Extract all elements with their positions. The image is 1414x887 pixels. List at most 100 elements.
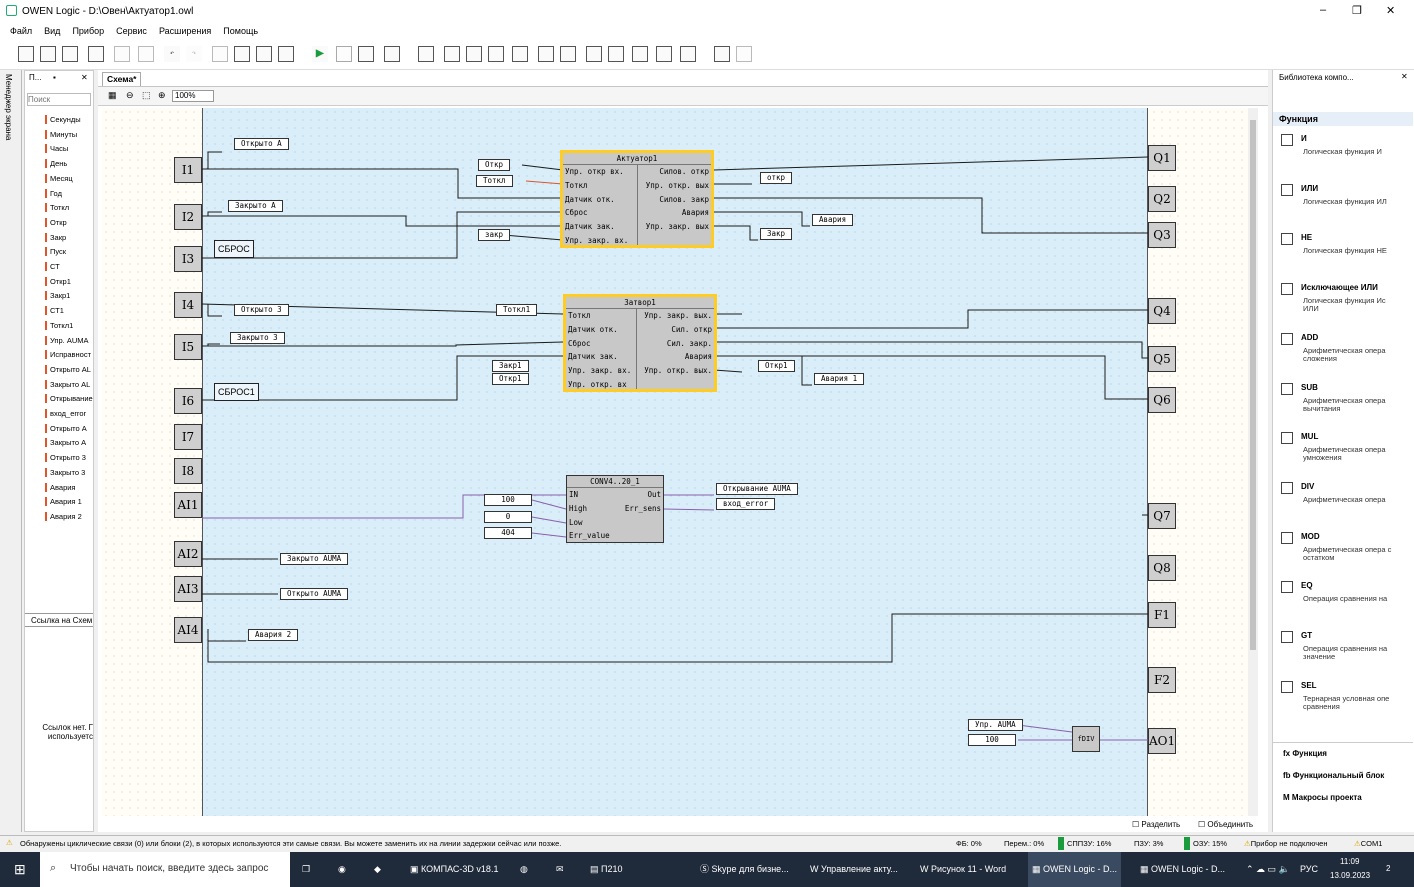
notification-badge[interactable]: 2: [1386, 864, 1391, 873]
tab-function-block[interactable]: fb Функциональный блок: [1283, 771, 1385, 780]
output-q6[interactable]: Q6: [1148, 387, 1176, 413]
variable-tag[interactable]: Авария: [812, 214, 854, 226]
menu-file[interactable]: Файл: [10, 26, 33, 36]
task-skype[interactable]: Ⓢ Skype для бизне...: [700, 864, 789, 874]
block-output-pin[interactable]: Упр. откр. вых: [645, 180, 709, 190]
gear-icon[interactable]: [256, 46, 272, 62]
input-i3[interactable]: I3: [174, 246, 202, 272]
redo-icon[interactable]: ↷: [186, 46, 202, 62]
zoom-out-icon[interactable]: ⊖: [126, 90, 134, 100]
q-block-icon[interactable]: [358, 46, 374, 62]
zoom-select[interactable]: 100%: [172, 90, 214, 102]
merge-button[interactable]: ☐ Объединить: [1198, 820, 1254, 829]
task-folder[interactable]: ▤ П210: [590, 864, 623, 874]
variable-tag[interactable]: Открыто AUMA: [280, 588, 349, 600]
variable-tag[interactable]: Откр1: [758, 360, 795, 372]
task-kompas[interactable]: ▣ КОМПАС-3D v18.1: [410, 864, 499, 874]
variable-tag[interactable]: Закр: [760, 228, 793, 240]
xi-icon[interactable]: [656, 46, 672, 62]
block-input-pin[interactable]: Упр. закр. вх.: [568, 366, 632, 376]
input-i1[interactable]: I1: [174, 157, 202, 183]
menu-extensions[interactable]: Расширения: [158, 26, 212, 36]
output-q7[interactable]: Q7: [1148, 503, 1176, 529]
variable-tag[interactable]: 404: [484, 527, 532, 539]
split-button[interactable]: ☐ Разделить: [1132, 820, 1181, 829]
undo-icon[interactable]: ↶: [164, 46, 180, 62]
task-owen1[interactable]: ▦ OWEN Logic - D...: [1028, 852, 1122, 887]
output-ao1[interactable]: AO1: [1148, 728, 1176, 754]
screen-manager-strip[interactable]: Менеджер экрана: [0, 70, 22, 832]
search-input[interactable]: [27, 93, 91, 106]
save-icon[interactable]: [62, 46, 78, 62]
variable-item[interactable]: Тоткл: [45, 203, 93, 213]
check-icon[interactable]: [278, 46, 294, 62]
variable-item[interactable]: Закрыто AL: [45, 379, 93, 389]
start-icon[interactable]: ⊞: [14, 861, 26, 877]
output-q8[interactable]: Q8: [1148, 555, 1176, 581]
zoom-in-icon[interactable]: ⊕: [158, 90, 166, 100]
variable-tag[interactable]: 0: [484, 511, 532, 523]
copy-icon[interactable]: [114, 46, 130, 62]
variable-item[interactable]: День: [45, 159, 93, 169]
clock-date[interactable]: 13.09.2023: [1330, 871, 1371, 880]
label-sbros[interactable]: СБРОС: [214, 240, 254, 258]
output-q3[interactable]: Q3: [1148, 222, 1176, 248]
taskbar-search[interactable]: ⌕ Чтобы начать поиск, введите здесь запр…: [40, 852, 290, 887]
variable-item[interactable]: Открыто AL: [45, 364, 93, 374]
variable-item[interactable]: Минуты: [45, 129, 93, 139]
vertical-scrollbar[interactable]: [1248, 108, 1258, 816]
label-sbros1[interactable]: СБРОС1: [214, 383, 259, 401]
output-q4[interactable]: Q4: [1148, 298, 1176, 324]
block-input-pin[interactable]: Упр. откр вх.: [565, 167, 624, 176]
variable-item[interactable]: Упр. AUMA: [45, 335, 93, 345]
scroll-thumb[interactable]: [1250, 120, 1256, 650]
doc-icon[interactable]: [736, 46, 752, 62]
variable-tag[interactable]: откр: [760, 172, 793, 184]
variable-item[interactable]: Авария 2: [45, 511, 93, 521]
variable-item[interactable]: Закрыто 3: [45, 467, 93, 477]
clock-time[interactable]: 11:09: [1340, 857, 1360, 866]
minimize-button[interactable]: –: [1320, 4, 1327, 16]
input-i4[interactable]: I4: [174, 292, 202, 318]
output-f1[interactable]: F1: [1148, 602, 1176, 628]
close-icon[interactable]: ✕: [1401, 72, 1408, 81]
block-output-pin[interactable]: Силов. закр: [659, 194, 709, 204]
variable-item[interactable]: Год: [45, 188, 93, 198]
variable-item[interactable]: Закр1: [45, 291, 93, 301]
r-icon[interactable]: [608, 46, 624, 62]
variable-item[interactable]: Закр: [45, 232, 93, 242]
output-q5[interactable]: Q5: [1148, 346, 1176, 372]
menu-help[interactable]: Помощь: [223, 26, 259, 36]
tab-schema[interactable]: Схема*: [102, 72, 142, 86]
variable-tag[interactable]: Открывание AUMA: [716, 483, 798, 495]
xf-icon[interactable]: [680, 46, 696, 62]
menu-view[interactable]: Вид: [44, 26, 61, 36]
variable-tag[interactable]: Упр. AUMA: [968, 719, 1023, 731]
export-icon[interactable]: [714, 46, 730, 62]
block-output-pin[interactable]: Упр. закр. вых: [645, 222, 709, 232]
variable-tag[interactable]: Авария 1: [814, 373, 865, 385]
block-output-pin[interactable]: Сил. закр.: [666, 338, 712, 348]
variable-item[interactable]: Открыто 3: [45, 453, 93, 463]
block-output-pin[interactable]: Упр. откр. вых.: [644, 366, 712, 376]
block-input-pin[interactable]: Low: [569, 517, 583, 527]
output-f2[interactable]: F2: [1148, 667, 1176, 693]
variable-item[interactable]: Авария: [45, 482, 93, 492]
variable-tag[interactable]: Закр1: [492, 360, 529, 372]
tab-function[interactable]: fx Функция: [1283, 749, 1327, 758]
open-file-icon[interactable]: [40, 46, 56, 62]
block-output-pin[interactable]: Авария: [684, 352, 712, 362]
v-icon[interactable]: [444, 46, 460, 62]
input-i2[interactable]: I2: [174, 204, 202, 230]
c-icon[interactable]: [488, 46, 504, 62]
variable-tag[interactable]: вход_error: [716, 498, 776, 510]
variable-item[interactable]: Открывание: [45, 394, 93, 404]
language-indicator[interactable]: РУС: [1300, 864, 1319, 874]
paste-icon[interactable]: [138, 46, 154, 62]
